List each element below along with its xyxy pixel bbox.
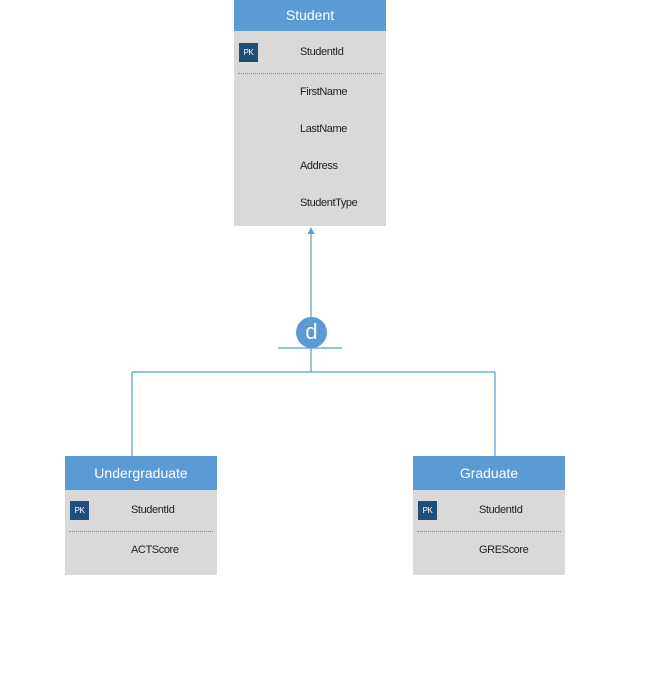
- entity-student[interactable]: Student PK StudentId FirstName LastName …: [234, 0, 386, 226]
- entity-student-title: Student: [234, 0, 386, 31]
- field-actscore: ACTScore: [131, 544, 179, 556]
- field-lastname: LastName: [300, 123, 347, 135]
- pk-field-studentid: StudentId: [131, 504, 175, 516]
- field-studenttype: StudentType: [300, 197, 358, 209]
- entity-graduate-pk-row: PK StudentId: [413, 490, 565, 531]
- entity-undergraduate-title: Undergraduate: [65, 456, 217, 490]
- pk-separator: [417, 531, 561, 532]
- entity-undergraduate-pk-row: PK StudentId: [65, 490, 217, 531]
- field-row: GREScore: [413, 532, 565, 569]
- pk-separator: [238, 73, 382, 74]
- entity-graduate[interactable]: Graduate PK StudentId GREScore: [413, 456, 565, 575]
- field-firstname: FirstName: [300, 86, 348, 98]
- pk-field-studentid: StudentId: [479, 504, 523, 516]
- pk-badge: PK: [418, 501, 437, 520]
- pk-badge: PK: [239, 43, 258, 62]
- pk-field-studentid: StudentId: [300, 46, 344, 58]
- field-row: StudentType: [234, 185, 386, 222]
- entity-graduate-title: Graduate: [413, 456, 565, 490]
- disjoint-symbol: d: [296, 317, 327, 348]
- entity-student-pk-row: PK StudentId: [234, 31, 386, 73]
- pk-badge: PK: [70, 501, 89, 520]
- field-grescore: GREScore: [479, 544, 529, 556]
- pk-separator: [69, 531, 213, 532]
- field-row: LastName: [234, 111, 386, 148]
- inheritance-arrow-head: [307, 227, 315, 234]
- field-row: Address: [234, 148, 386, 185]
- field-row: FirstName: [234, 74, 386, 111]
- field-row: ACTScore: [65, 532, 217, 569]
- entity-undergraduate[interactable]: Undergraduate PK StudentId ACTScore: [65, 456, 217, 575]
- field-address: Address: [300, 160, 338, 172]
